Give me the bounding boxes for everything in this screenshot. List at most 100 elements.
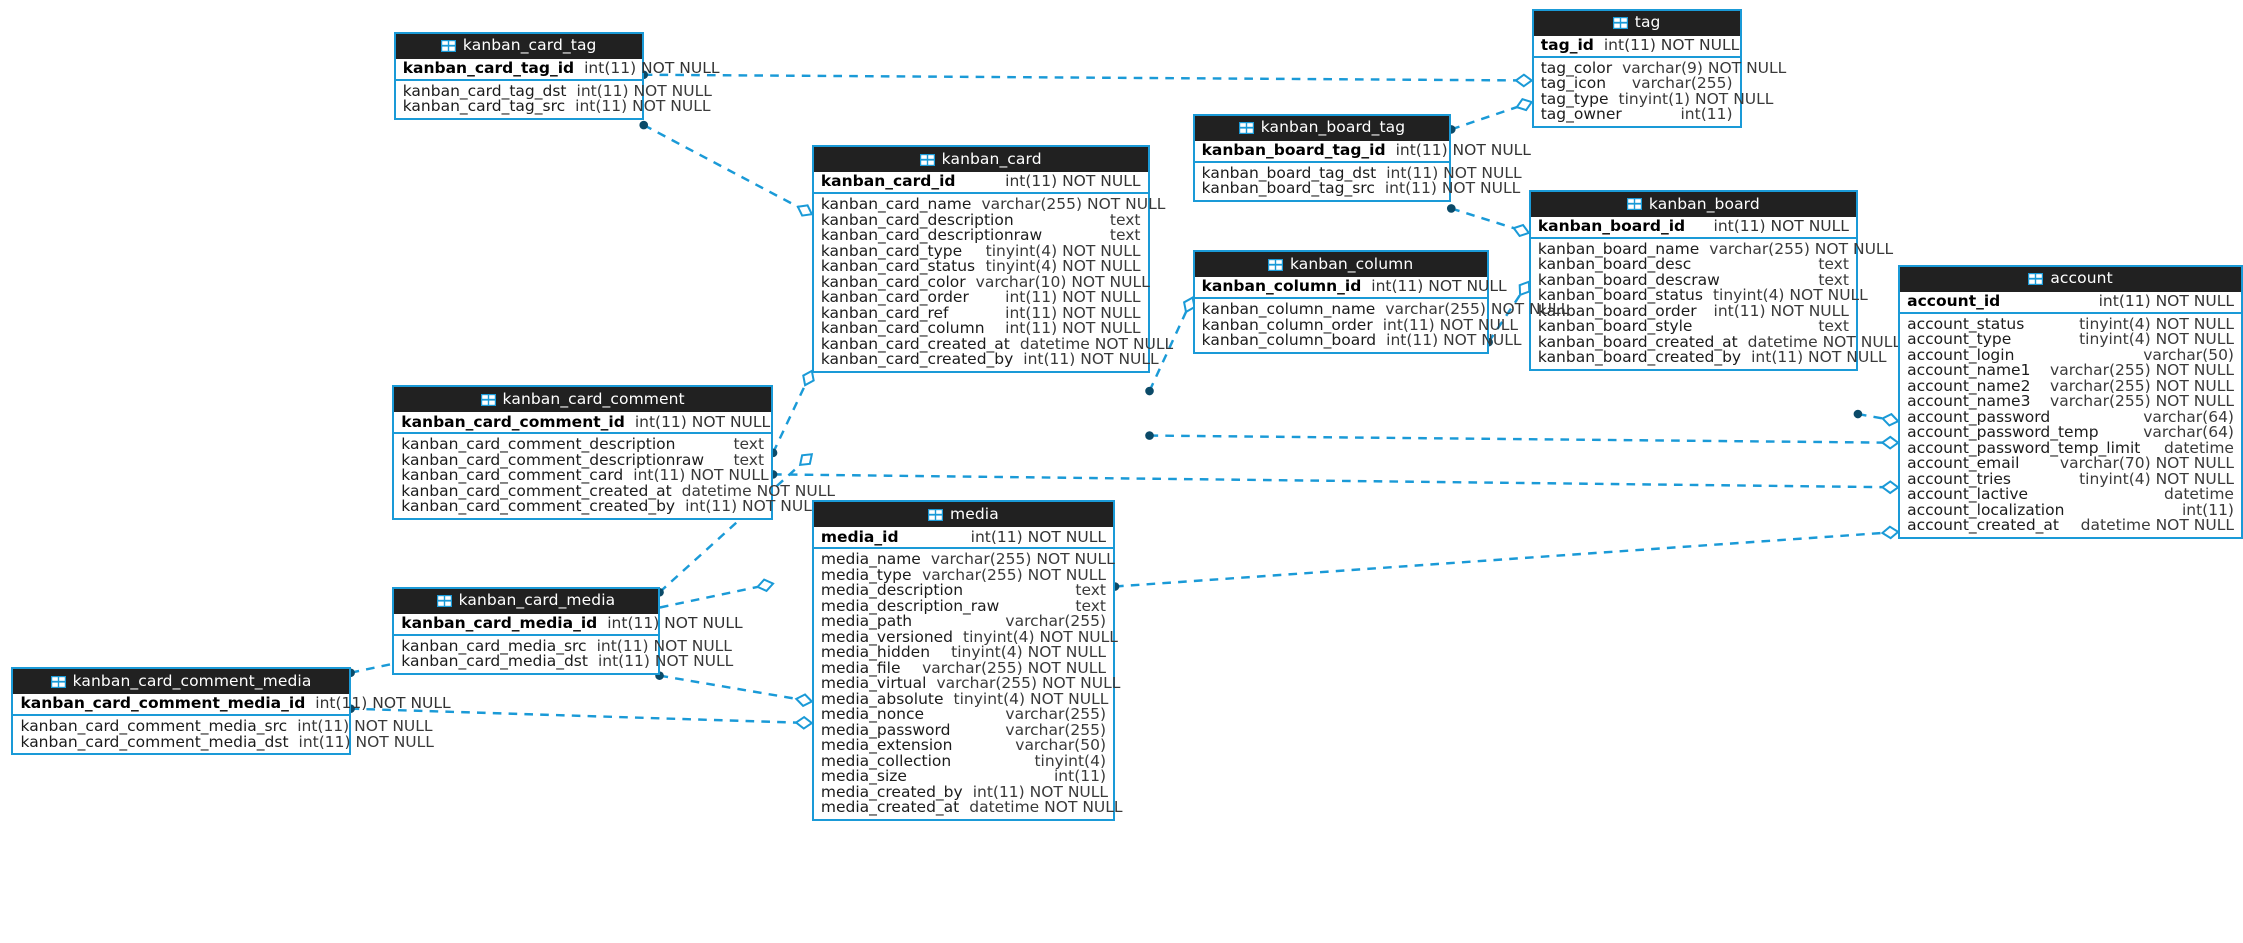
entity-title-bar[interactable]: kanban_board_tag [1194, 115, 1450, 141]
entity-title-bar[interactable]: account [1900, 266, 2241, 292]
entity-title-bar[interactable]: kanban_card_tag [395, 33, 642, 59]
entity-title-bar[interactable]: kanban_board [1530, 191, 1856, 217]
entity-title-bar[interactable]: kanban_card_comment_media [13, 669, 349, 694]
entity-title-bar[interactable]: tag [1533, 10, 1740, 36]
entity-title-bar[interactable]: kanban_column [1194, 252, 1487, 278]
entity-title-bar[interactable]: kanban_card_media [394, 588, 658, 614]
entity-title-bar[interactable]: kanban_card [813, 147, 1148, 173]
entity-title-bar[interactable]: media [813, 502, 1114, 528]
column-field-type: varchar(255) NOT NULL [1709, 239, 1894, 258]
entity-title-bar[interactable]: kanban_card_comment [394, 387, 772, 413]
